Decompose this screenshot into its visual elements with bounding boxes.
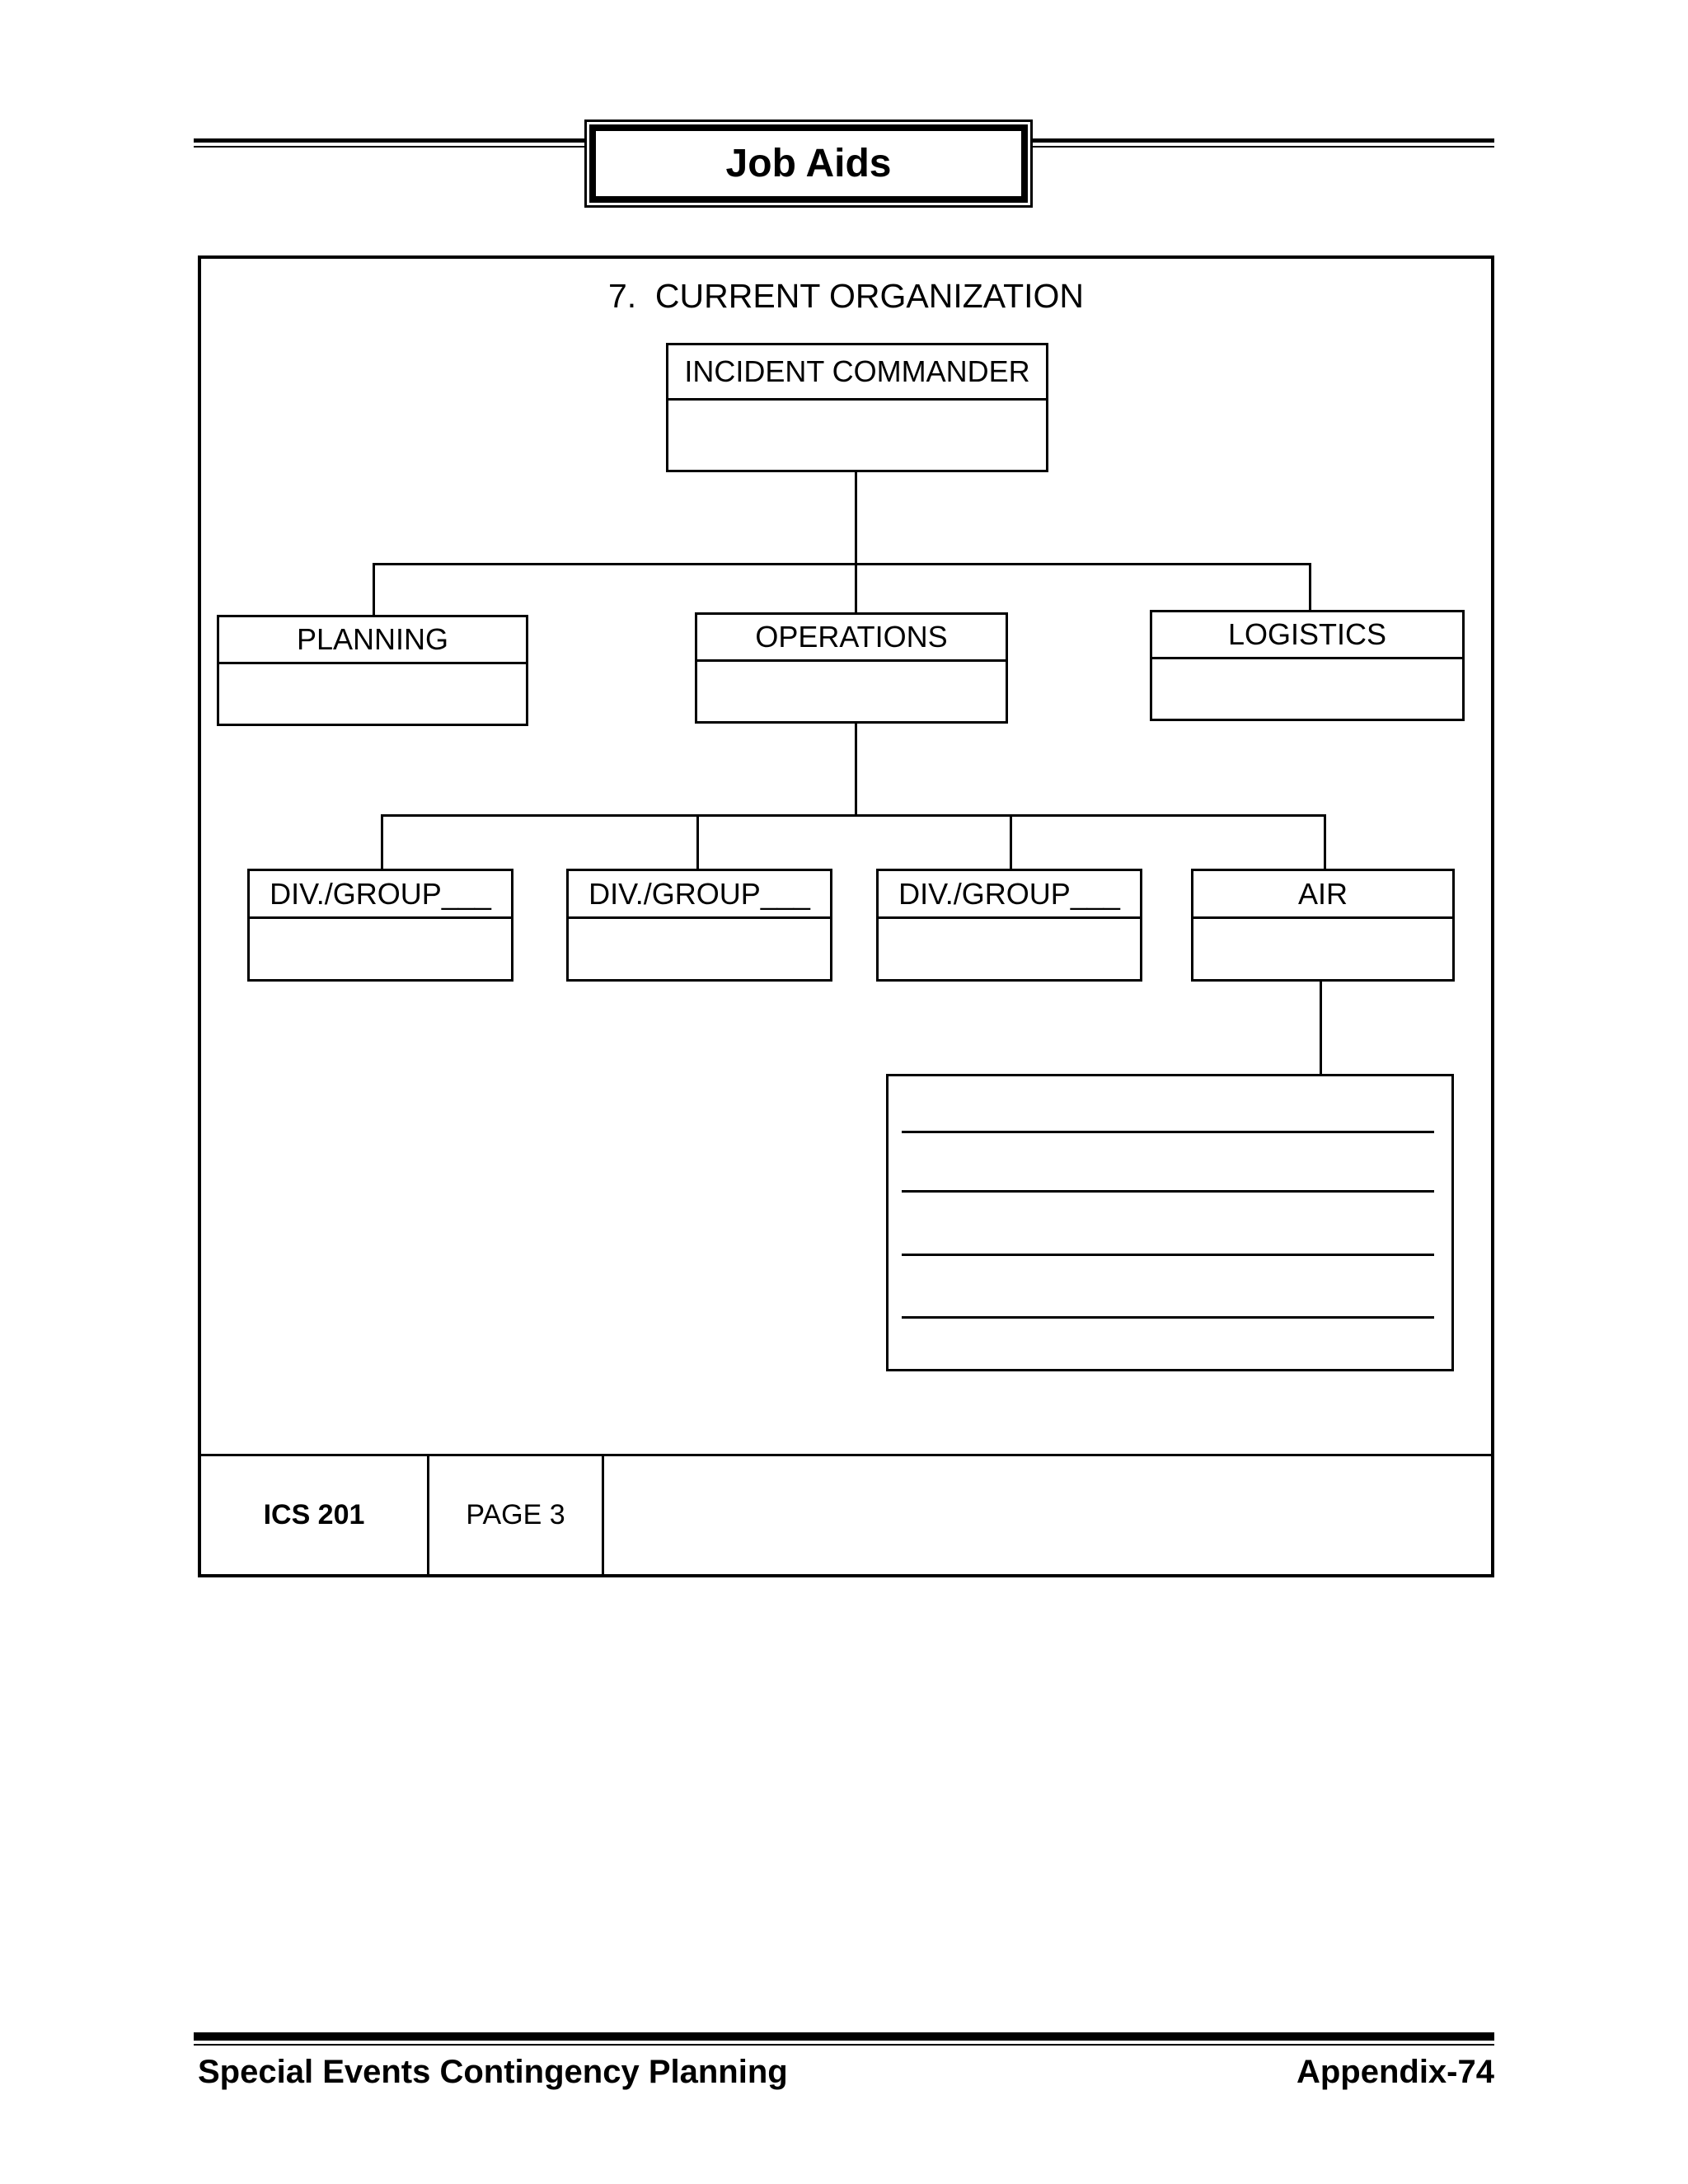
node-planning-fill-area [219,664,526,724]
connector-drop-air [1324,817,1326,869]
node-air-label: AIR [1193,871,1452,919]
node-planning: PLANNING [217,615,528,726]
bottom-rule-thin [194,2044,1494,2046]
form-footer-cell-divider-1 [427,1456,429,1574]
node-logistics-label: LOGISTICS [1152,612,1462,659]
node-incident-commander-label: INCIDENT COMMANDER [668,345,1046,401]
node-incident-commander-fill-area [668,401,1046,470]
page-footer-document-title: Special Events Contingency Planning [198,2054,788,2090]
connector-drop-div-group-2 [696,817,699,869]
node-operations-fill-area [697,662,1006,721]
form-footer-cell-divider-2 [602,1456,604,1574]
job-aids-banner-label: Job Aids [589,124,1028,203]
node-div-group-3-label: DIV./GROUP___ [879,871,1140,919]
connector-row3-horizontal [381,814,1326,817]
node-planning-label: PLANNING [219,617,526,664]
page-footer: Special Events Contingency Planning Appe… [198,2054,1494,2091]
connector-ic-down [855,472,857,563]
form-footer-divider [198,1454,1494,1456]
node-div-group-2-fill-area [569,919,830,979]
section-title: 7. CURRENT ORGANIZATION [607,277,1085,315]
node-div-group-3: DIV./GROUP___ [876,869,1142,982]
air-notes-box [886,1074,1454,1371]
node-air: AIR [1191,869,1455,982]
node-div-group-1-label: DIV./GROUP___ [250,871,511,919]
write-in-line [902,1190,1434,1193]
form-page-number: PAGE 3 [466,1499,565,1530]
write-in-line [902,1254,1434,1256]
write-in-line [902,1131,1434,1133]
connector-drop-logistics [1309,565,1311,610]
connector-drop-planning [373,565,375,615]
node-div-group-1-fill-area [250,919,511,979]
bottom-rule-thick [194,2032,1494,2041]
connector-row2-horizontal [373,563,1311,565]
node-operations: OPERATIONS [695,612,1008,724]
page-footer-appendix-number: Appendix-74 [1296,2054,1494,2090]
node-div-group-3-fill-area [879,919,1140,979]
connector-drop-div-group-1 [381,817,383,869]
connector-air-down [1320,982,1322,1074]
connector-drop-operations [855,565,857,612]
connector-operations-down [855,724,857,814]
node-operations-label: OPERATIONS [697,615,1006,662]
write-in-line [902,1316,1434,1319]
node-incident-commander: INCIDENT COMMANDER [666,343,1048,472]
connector-drop-div-group-3 [1010,817,1012,869]
node-div-group-1: DIV./GROUP___ [247,869,513,982]
node-div-group-2: DIV./GROUP___ [566,869,832,982]
job-aids-banner: Job Aids [584,120,1033,208]
form-id: ICS 201 [263,1499,365,1530]
node-air-fill-area [1193,919,1452,979]
node-div-group-2-label: DIV./GROUP___ [569,871,830,919]
node-logistics: LOGISTICS [1150,610,1465,721]
node-logistics-fill-area [1152,659,1462,719]
